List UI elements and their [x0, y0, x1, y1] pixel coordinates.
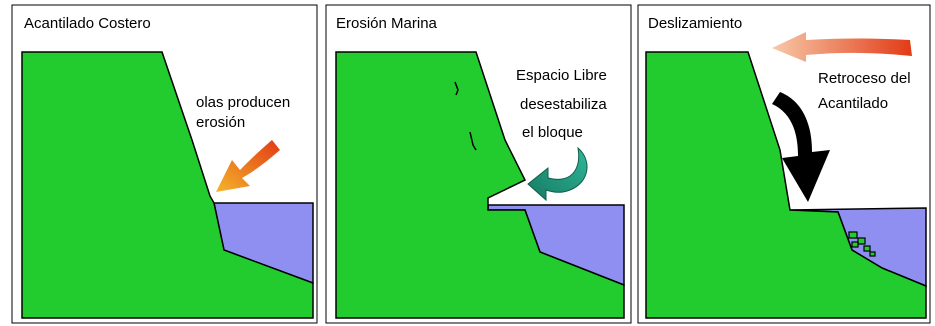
annotation-line-2: desestabiliza	[520, 96, 607, 113]
cliff-land	[335, 51, 625, 319]
down-arrow-icon	[772, 92, 830, 202]
annotation-line-1: Espacio Libre	[516, 67, 607, 84]
left-arrow-icon	[772, 32, 912, 62]
crack-mark	[454, 81, 459, 96]
curved-arrow-icon	[216, 140, 280, 192]
panel-landslide: Deslizamiento Retroceso del Acantilado	[637, 4, 931, 324]
panel-title: Acantilado Costero	[24, 15, 151, 32]
annotation-line-2: Acantilado	[818, 95, 888, 112]
crack-mark	[469, 131, 477, 151]
panel-coastal-cliff: Acantilado Costero olas producen erosión	[11, 4, 318, 324]
annotation-line-3: el bloque	[522, 124, 583, 141]
annotation-line-1: olas producen	[196, 94, 290, 111]
annotation-line-2: erosión	[196, 114, 245, 131]
cliff-land	[21, 51, 314, 319]
panel-marine-erosion: Erosión Marina Espacio Libre desestabili…	[325, 4, 632, 324]
panel-title: Deslizamiento	[648, 15, 742, 32]
cliff-land	[645, 51, 927, 319]
annotation-line-1: Retroceso del	[818, 70, 911, 87]
panel-title: Erosión Marina	[336, 15, 438, 32]
fallen-rocks	[848, 231, 876, 257]
curved-arrow-icon	[527, 146, 588, 202]
